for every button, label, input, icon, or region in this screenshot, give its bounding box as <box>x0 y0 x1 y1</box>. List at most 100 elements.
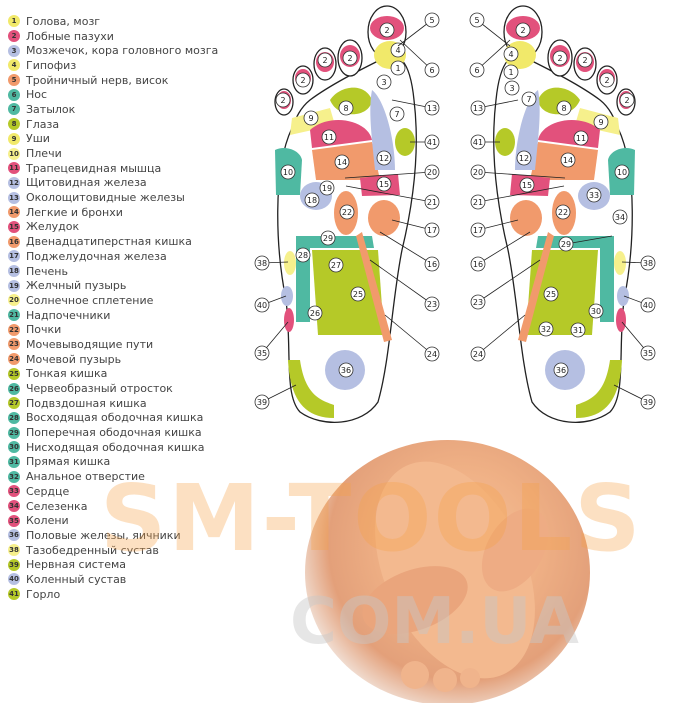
feet-diagram: 1222223456789101112131415161718192021222… <box>254 5 656 423</box>
zone-marker-circle <box>555 204 571 220</box>
zone-shape <box>576 360 622 418</box>
zone-number-badge: 25 <box>8 367 20 380</box>
legend-label: Плечи <box>26 147 62 161</box>
zone-number-badge: 23 <box>8 338 20 351</box>
legend-label: Двенадцатиперстная кишка <box>26 235 192 249</box>
zone-marker-circle <box>599 72 615 88</box>
legend-label: Трапецевидная мышца <box>26 161 162 175</box>
zone-marker-circle <box>338 100 354 116</box>
zone-marker-circle <box>553 362 569 378</box>
zone-marker-number: 22 <box>558 208 568 217</box>
zone-number-badge: 16 <box>8 235 20 248</box>
zone-marker-circle <box>424 194 440 210</box>
leader-line <box>344 171 433 179</box>
zone-marker-number: 3 <box>381 78 386 87</box>
zone-marker-circle <box>424 296 440 312</box>
zone-number-badge: 5 <box>8 74 20 87</box>
zone-marker-number: 21 <box>473 198 483 207</box>
legend-label: Колени <box>26 514 69 528</box>
zone-marker-circle <box>319 180 335 196</box>
zone-marker-number: 14 <box>337 158 347 167</box>
zone-marker-number: 11 <box>576 134 586 143</box>
zone-marker-number: 2 <box>280 96 285 105</box>
zone-marker-circle <box>295 247 311 263</box>
zone-marker-circle <box>307 305 323 321</box>
zone-marker-circle <box>379 22 395 38</box>
leader-line <box>477 259 541 303</box>
zone-marker-number: 21 <box>427 198 437 207</box>
zone-marker-circle <box>640 297 656 313</box>
zone-marker-number: 24 <box>473 350 483 359</box>
zone-marker-circle <box>321 129 337 145</box>
legend-label: Половые железы, яичники <box>26 528 181 542</box>
left-foot <box>274 5 417 423</box>
zone-marker-circle <box>470 222 486 238</box>
leader-line <box>477 231 531 265</box>
zone-marker-number: 10 <box>283 168 293 177</box>
legend-label: Сердце <box>26 484 70 498</box>
zone-shape <box>495 128 515 156</box>
zone-marker-circle <box>328 257 344 273</box>
zone-marker-number: 1 <box>508 68 513 77</box>
legend-label: Гипофиз <box>26 58 77 72</box>
zone-marker-circle <box>470 346 486 362</box>
zone-marker-circle <box>275 92 291 108</box>
legend-label: Коленный сустав <box>26 572 127 586</box>
zone-marker-number: 17 <box>427 226 437 235</box>
zone-marker-circle <box>573 130 589 146</box>
legend-label: Почки <box>26 323 62 337</box>
zone-marker-circle <box>350 286 366 302</box>
legend-label: Голова, мозг <box>26 14 101 28</box>
zone-marker-number: 23 <box>427 300 437 309</box>
zone-marker-circle <box>254 394 270 410</box>
zone-marker-number: 11 <box>324 133 334 142</box>
zone-marker-number: 17 <box>473 226 483 235</box>
zone-marker-number: 16 <box>473 260 483 269</box>
zone-marker-number: 2 <box>384 26 389 35</box>
zone-marker-number: 25 <box>353 290 363 299</box>
zone-marker-number: 1 <box>395 64 400 73</box>
zone-number-badge: 36 <box>8 529 20 542</box>
leader-line <box>369 259 433 305</box>
zone-marker-circle <box>303 110 319 126</box>
zone-marker-number: 7 <box>526 95 531 104</box>
zone-marker-number: 2 <box>322 56 327 65</box>
zone-marker-number: 2 <box>347 54 352 63</box>
zone-marker-circle <box>570 322 586 338</box>
zone-marker-circle <box>338 362 354 378</box>
zone-marker-number: 29 <box>323 234 333 243</box>
zone-marker-circle <box>295 72 311 88</box>
legend-label: Лобные пазухи <box>26 29 114 43</box>
zone-marker-number: 15 <box>379 180 389 189</box>
zone-marker-number: 8 <box>561 104 566 113</box>
zone-marker-number: 40 <box>257 301 267 310</box>
zone-marker-circle <box>254 345 270 361</box>
zone-shape <box>510 200 542 236</box>
zone-markers: 1222223456789101112131415161718192021222… <box>254 12 656 410</box>
zone-marker-circle <box>424 346 440 362</box>
zone-number-badge: 15 <box>8 220 20 233</box>
zone-marker-number: 12 <box>379 154 389 163</box>
legend-label: Легкие и бронхи <box>26 205 123 219</box>
zone-marker-number: 13 <box>473 104 483 113</box>
legend-label: Глаза <box>26 117 60 131</box>
legend-label: Мочевыводящие пути <box>26 337 154 351</box>
zone-marker-circle <box>588 303 604 319</box>
zone-marker-circle <box>304 192 320 208</box>
zone-shape <box>395 128 415 156</box>
zone-number-badge: 6 <box>8 88 20 101</box>
zone-marker-circle <box>640 394 656 410</box>
zone-marker-circle <box>560 152 576 168</box>
leader-line <box>384 314 433 355</box>
legend-label: Надпочечники <box>26 308 111 322</box>
